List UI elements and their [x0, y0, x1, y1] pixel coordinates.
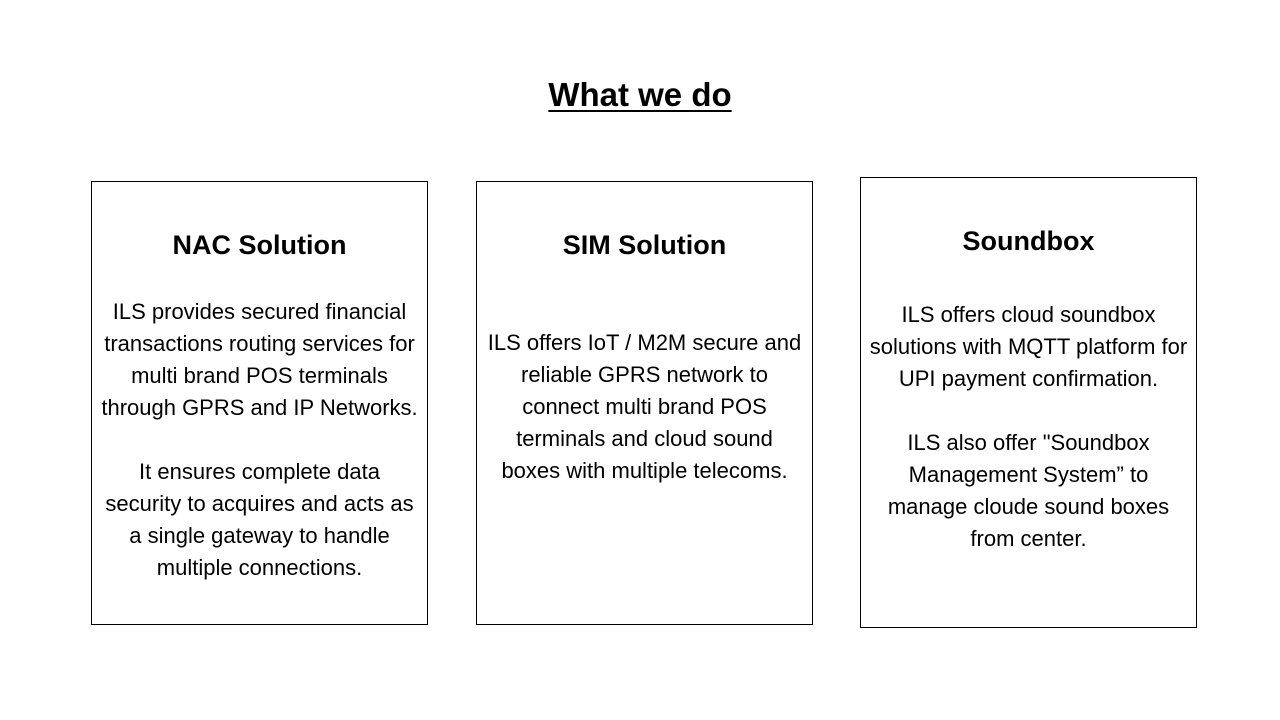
card-paragraph: It ensures complete data security to acq…	[105, 459, 414, 580]
card-sim-solution: SIM Solution ILS offers IoT / M2M secure…	[476, 181, 813, 625]
card-nac-solution: NAC Solution ILS provides secured financ…	[91, 181, 428, 625]
slide-title: What we do	[548, 76, 732, 113]
card-body: ILS offers IoT / M2M secure and reliable…	[485, 327, 804, 487]
card-soundbox: Soundbox ILS offers cloud soundbox solut…	[860, 177, 1197, 628]
card-paragraph: ILS provides secured financial transacti…	[101, 299, 418, 420]
card-title: SIM Solution	[562, 230, 727, 260]
card-body: ILS provides secured financial transacti…	[100, 296, 419, 584]
card-title: Soundbox	[962, 226, 1095, 256]
card-body: ILS offers cloud soundbox solutions with…	[869, 299, 1188, 555]
card-paragraph: ILS offers IoT / M2M secure and reliable…	[487, 330, 802, 483]
card-paragraph: ILS also offer "Soundbox Management Syst…	[887, 430, 1170, 551]
card-paragraph: ILS offers cloud soundbox solutions with…	[869, 302, 1188, 391]
card-title: NAC Solution	[172, 230, 347, 260]
